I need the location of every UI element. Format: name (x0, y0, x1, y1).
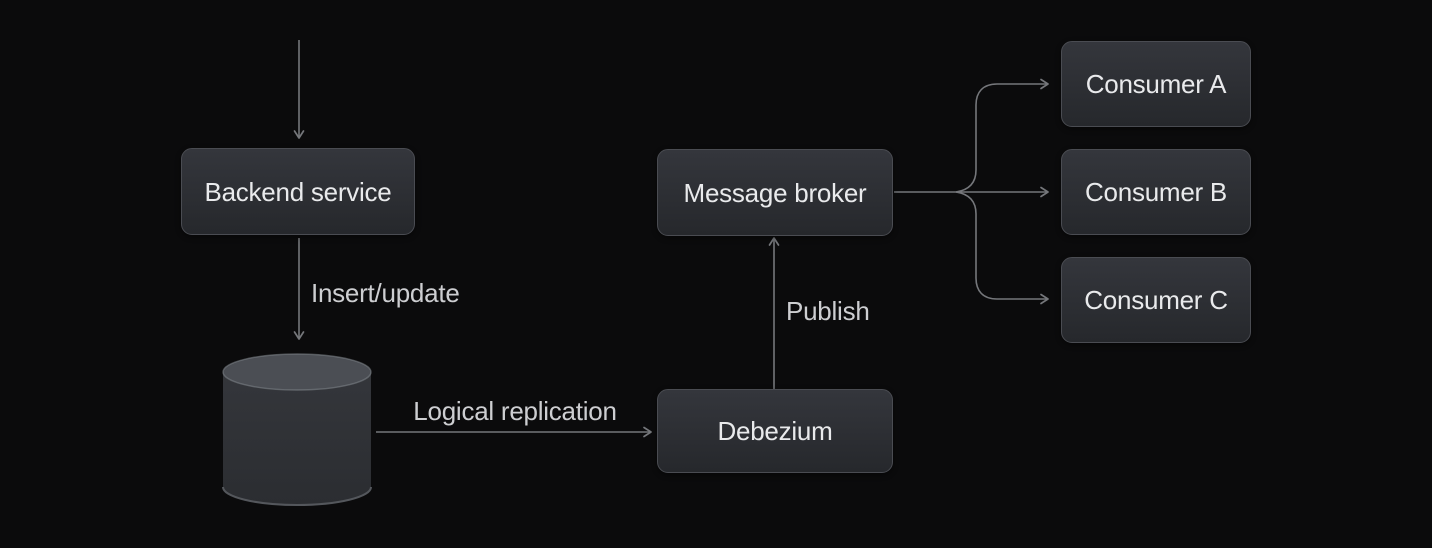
node-backend-service-label: Backend service (204, 176, 392, 207)
edge-label-logical-replication: Logical replication (413, 396, 617, 426)
edge-label-insert-update: Insert/update (311, 278, 460, 308)
database-cylinder-icon (222, 353, 372, 506)
node-consumer-b: Consumer B (1061, 149, 1251, 235)
node-debezium-label: Debezium (717, 416, 833, 446)
node-consumer-a-label: Consumer A (1085, 69, 1227, 99)
node-message-broker: Message broker (657, 149, 893, 236)
node-backend-service: Backend service (181, 148, 415, 235)
edge-label-publish: Publish (786, 296, 870, 326)
node-debezium: Debezium (657, 389, 893, 473)
edge-fanout-c-arrow (955, 191, 1049, 305)
edge-fanout-a-arrow (955, 78, 1049, 193)
node-consumer-c-label: Consumer C (1084, 285, 1228, 315)
node-consumer-a: Consumer A (1061, 41, 1251, 127)
node-message-broker-label: Message broker (683, 177, 867, 208)
node-consumer-b-label: Consumer B (1085, 177, 1227, 207)
node-consumer-c: Consumer C (1061, 257, 1251, 343)
